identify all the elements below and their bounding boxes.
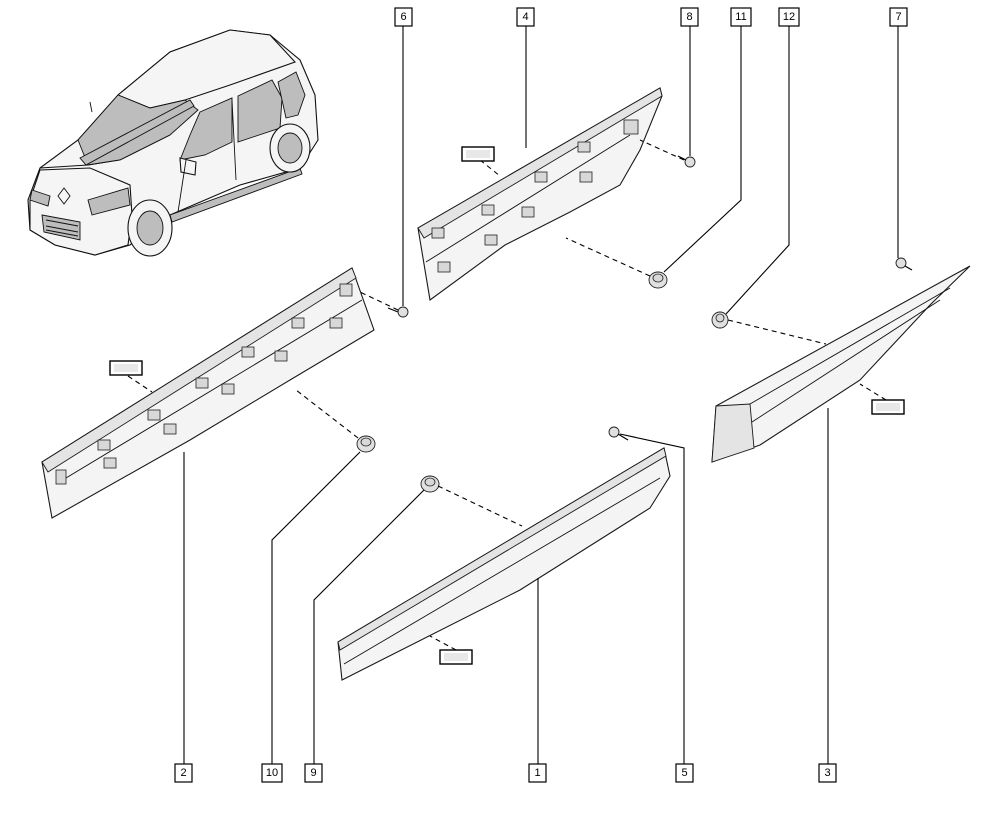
callout-2-label: 2 bbox=[180, 767, 186, 779]
part-4-moulding bbox=[417, 87, 663, 301]
screw-7 bbox=[895, 257, 913, 271]
part-2-moulding bbox=[41, 267, 375, 519]
callout-4-label: 4 bbox=[522, 11, 528, 23]
callout-6: 6 bbox=[394, 7, 413, 27]
fasteners bbox=[356, 155, 913, 493]
assembly-line-8 bbox=[639, 139, 685, 161]
clip-9 bbox=[420, 475, 440, 493]
callout-10: 10 bbox=[261, 763, 283, 783]
part-4-clips bbox=[431, 119, 639, 273]
label-tag-part-3 bbox=[871, 399, 905, 415]
leader-lines bbox=[183, 26, 899, 764]
vehicle-illustration bbox=[27, 29, 319, 257]
callout-1: 1 bbox=[528, 763, 547, 783]
assembly-line-11 bbox=[565, 237, 651, 277]
label-tag-part-4 bbox=[461, 146, 495, 162]
leader-12 bbox=[725, 26, 790, 315]
assembly-line-9 bbox=[437, 485, 523, 527]
assembly-line-10 bbox=[295, 389, 359, 439]
callout-8: 8 bbox=[680, 7, 699, 27]
assembly-line-label-4 bbox=[479, 159, 501, 177]
screw-5 bbox=[608, 426, 629, 441]
callout-11: 11 bbox=[730, 7, 752, 27]
leader-9 bbox=[313, 489, 425, 764]
callout-7: 7 bbox=[889, 7, 908, 27]
assembly-lines bbox=[127, 139, 887, 651]
callout-4: 4 bbox=[516, 7, 535, 27]
assembly-line-label-1 bbox=[429, 635, 457, 651]
assembly-line-label-3 bbox=[859, 383, 887, 401]
clip-10 bbox=[356, 435, 376, 453]
label-tags bbox=[109, 146, 905, 665]
callout-12-label: 12 bbox=[783, 11, 795, 23]
clip-12 bbox=[711, 311, 729, 329]
callout-2: 2 bbox=[174, 763, 193, 783]
screw-6 bbox=[387, 306, 409, 318]
callout-8-label: 8 bbox=[686, 11, 692, 23]
label-tag-part-2 bbox=[109, 360, 143, 376]
callout-5: 5 bbox=[675, 763, 694, 783]
callout-12: 12 bbox=[778, 7, 800, 27]
part-3-moulding bbox=[711, 265, 971, 463]
callout-7-label: 7 bbox=[895, 11, 901, 23]
clip-11 bbox=[648, 271, 668, 289]
leader-10 bbox=[271, 451, 361, 764]
leader-11 bbox=[663, 26, 742, 273]
callout-3: 3 bbox=[818, 763, 837, 783]
assembly-line-label-2 bbox=[127, 375, 153, 393]
callout-3-label: 3 bbox=[824, 767, 830, 779]
callout-9: 9 bbox=[304, 763, 323, 783]
callout-1-label: 1 bbox=[534, 767, 540, 779]
callout-11-label: 11 bbox=[735, 11, 746, 23]
part-2-clips bbox=[55, 283, 353, 485]
callout-10-label: 10 bbox=[266, 767, 278, 779]
part-1-moulding bbox=[337, 447, 671, 681]
leader-5 bbox=[619, 433, 685, 764]
callout-6-label: 6 bbox=[400, 11, 406, 23]
label-tag-part-1 bbox=[439, 649, 473, 665]
callout-5-label: 5 bbox=[681, 767, 687, 779]
screw-8 bbox=[677, 155, 696, 168]
callout-9-label: 9 bbox=[310, 767, 316, 779]
assembly-line-12 bbox=[727, 319, 827, 345]
assembly-line-6 bbox=[359, 291, 399, 311]
